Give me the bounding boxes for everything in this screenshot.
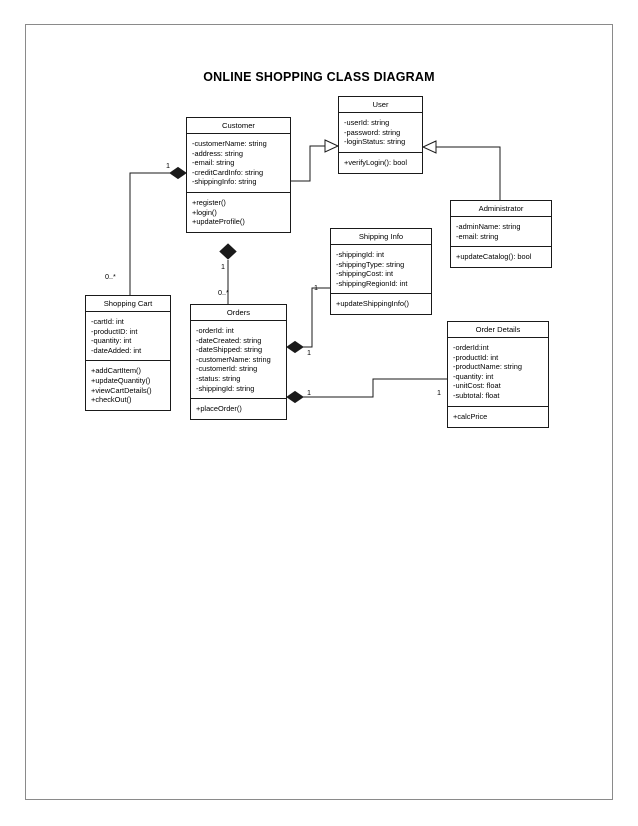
multiplicity-customer-orders-source: 1 [221,262,225,271]
connector-orders-orderdetails [286,378,447,404]
attribute-item: -email: string [192,158,235,168]
multiplicity-orders-shippinginfo-source: 1 [307,348,311,357]
class-attributes-orders: -orderId: int -dateCreated: string -date… [191,321,286,400]
class-name-administrator: Administrator [451,201,551,217]
class-box-customer[interactable]: Customer -customerName: string -address:… [186,117,291,233]
attribute-item: -productName: string [453,362,523,372]
class-operations-shopping-cart: +addCartItem() +updateQuantity() +viewCa… [86,361,170,409]
class-attributes-shipping-info: -shippingId: int -shippingType: string -… [331,245,431,295]
multiplicity-orders-shippinginfo-target: 1 [314,283,318,292]
class-box-administrator[interactable]: Administrator -adminName: string -email:… [450,200,552,269]
attribute-item: -productId: int [453,352,499,362]
attribute-item: -userId: string [344,118,390,127]
connector-customer-shoppingcart [129,166,187,300]
class-operations-order-details: +calcPrice [448,407,548,427]
class-attributes-customer: -customerName: string -address: string -… [187,134,290,193]
class-box-shipping-info[interactable]: Shipping Info -shippingId: int -shipping… [330,228,432,316]
class-operations-administrator: +updateCatalog(): bool [451,247,551,267]
attribute-item: -productID: int [91,326,138,336]
attribute-item: -customerName: string [196,354,271,364]
class-box-shopping-cart[interactable]: Shopping Cart -cartId: int -productID: i… [85,295,171,411]
attribute-item: -shippingId: string [196,383,255,393]
operation-item: +viewCartDetails() [91,385,152,395]
attribute-item: -loginStatus: string [344,137,406,147]
connector-customer-user [291,139,340,182]
class-attributes-shopping-cart: -cartId: int -productID: int -quantity: … [86,312,170,362]
operation-item: +addCartItem() [91,366,141,376]
class-box-orders[interactable]: Orders -orderId: int -dateCreated: strin… [190,304,287,421]
attribute-item: -customerName: string [192,139,267,148]
class-name-orders: Orders [191,305,286,321]
attribute-item: -shippingId: int [336,250,385,259]
attribute-item: -orderId:int [453,343,489,352]
attribute-item: -quantity: int [453,371,494,381]
class-name-shopping-cart: Shopping Cart [86,296,170,312]
operation-item: +login() [192,207,217,217]
class-operations-customer: +register() +login() +updateProfile() [187,193,290,232]
operation-item: +updateCatalog(): bool [456,252,532,262]
attribute-item: -dateShipped: string [196,345,263,355]
attribute-item: -unitCost: float [453,381,501,391]
connector-administrator-user [421,140,501,200]
connector-orders-shippinginfo [286,287,330,354]
operation-item: +register() [192,197,226,207]
connector-customer-orders [219,243,237,304]
operation-item: +verifyLogin(): bool [344,157,408,167]
class-name-order-details: Order Details [448,322,548,338]
attribute-item: -subtotal: float [453,390,500,400]
operation-item: +calcPrice [453,411,488,421]
attribute-item: -email: string [456,231,499,241]
class-attributes-administrator: -adminName: string -email: string [451,217,551,248]
attribute-item: -address: string [192,148,243,158]
attribute-item: -shippingCost: int [336,269,394,279]
attribute-item: -dateAdded: int [91,345,142,355]
attribute-item: -status: string [196,373,241,383]
class-box-user[interactable]: User -userId: string -password: string -… [338,96,423,174]
class-name-customer: Customer [187,118,290,134]
attribute-item: -adminName: string [456,222,521,231]
multiplicity-orders-orderdetails-source: 1 [307,388,311,397]
attribute-item: -shippingType: string [336,259,405,269]
class-name-shipping-info: Shipping Info [331,229,431,245]
operation-item: +checkOut() [91,395,132,405]
attribute-item: -customerId: string [196,364,258,374]
attribute-item: -dateCreated: string [196,335,262,345]
multiplicity-customer-shoppingcart-target: 0..* [105,272,116,281]
operation-item: +placeOrder() [196,404,242,414]
class-operations-user: +verifyLogin(): bool [339,153,422,173]
multiplicity-customer-shoppingcart-source: 1 [166,161,170,170]
attribute-item: -creditCardInfo: string [192,167,264,177]
attribute-item: -quantity: int [91,336,132,346]
class-attributes-user: -userId: string -password: string -login… [339,113,422,153]
attribute-item: -orderId: int [196,326,234,335]
class-box-order-details[interactable]: Order Details -orderId:int -productId: i… [447,321,549,428]
attribute-item: -shippingRegionId: int [336,278,408,288]
class-operations-shipping-info: +updateShippingInfo() [331,294,431,314]
operation-item: +updateShippingInfo() [336,299,409,309]
page-title: ONLINE SHOPPING CLASS DIAGRAM [203,70,435,84]
operation-item: +updateQuantity() [91,375,151,385]
class-name-user: User [339,97,422,113]
class-attributes-order-details: -orderId:int -productId: int -productNam… [448,338,548,407]
attribute-item: -shippingInfo: string [192,177,257,187]
operation-item: +updateProfile() [192,217,245,227]
multiplicity-orders-orderdetails-target: 1 [437,388,441,397]
attribute-item: -cartId: int [91,317,124,326]
class-operations-orders: +placeOrder() [191,399,286,419]
attribute-item: -password: string [344,127,401,137]
multiplicity-customer-orders-target: 0..* [218,288,229,297]
